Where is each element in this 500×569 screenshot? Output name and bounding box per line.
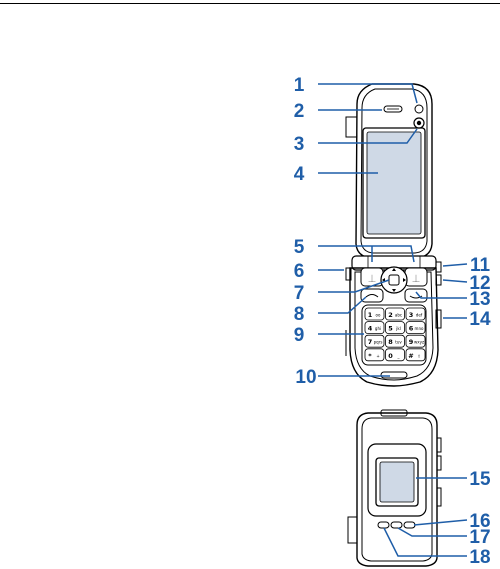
closed-side-tab <box>348 517 357 543</box>
keypad-digit: 8 <box>388 338 393 346</box>
phone-closed <box>348 410 441 566</box>
call-key-icon <box>361 289 383 302</box>
leader-8 <box>318 297 366 313</box>
cover-key-right <box>404 522 415 528</box>
keypad-digit: 6 <box>409 325 414 333</box>
keypad-letters: + <box>376 353 379 358</box>
callout-4: 4 <box>294 164 305 185</box>
callout-8: 8 <box>294 304 305 325</box>
callout-18: 18 <box>469 547 490 568</box>
leader-12 <box>443 280 467 282</box>
callout-6: 6 <box>294 261 305 282</box>
callout-14: 14 <box>469 309 491 330</box>
keypad-digit: 1 <box>368 311 373 319</box>
keypad-digit: 5 <box>388 325 393 333</box>
callout-10: 10 <box>295 367 316 388</box>
callout-1: 1 <box>294 75 305 96</box>
keypad-digit: 3 <box>409 311 414 319</box>
callout-5: 5 <box>294 237 305 258</box>
keypad-digit: 2 <box>388 311 393 319</box>
keypad-key-11: 0_ <box>386 349 405 361</box>
callout-13: 13 <box>469 289 490 310</box>
keypad-digit: # <box>408 352 413 360</box>
indicator-light <box>415 105 423 113</box>
leader-11 <box>443 264 467 266</box>
end-key-icon <box>405 289 427 302</box>
keypad-key-10: *+ <box>365 349 384 361</box>
microphone <box>381 372 407 378</box>
cover-key-middle <box>391 522 402 528</box>
keypad-digit: 4 <box>368 325 373 333</box>
callout-2: 2 <box>294 101 305 122</box>
keypad-letters: wxyz <box>414 340 424 345</box>
left-selection-icon: ⏊ <box>369 274 376 283</box>
callout-9: 9 <box>294 325 305 346</box>
callout-15: 15 <box>469 469 491 490</box>
keypad-digit: 0 <box>388 352 393 360</box>
callout-7: 7 <box>294 283 305 304</box>
cover-key-left <box>378 522 389 528</box>
keypad-letters: mno <box>415 326 424 331</box>
keypad-digit: * <box>368 352 372 360</box>
navigation-key-icon <box>381 267 407 293</box>
keypad-letters: def <box>416 313 423 318</box>
right-selection-icon: ⏊ <box>413 274 420 283</box>
callout-3: 3 <box>294 134 305 155</box>
leader-18 <box>384 528 467 556</box>
cover-display <box>380 462 414 502</box>
flip-side-tab <box>346 117 357 137</box>
keypad-letters: pqrs <box>374 340 383 345</box>
earpiece-icon <box>384 106 402 112</box>
keypad-letters: ghi <box>375 326 381 331</box>
keypad-letters: abc <box>395 313 402 318</box>
main-display <box>367 132 421 234</box>
keypad-letters: jkl <box>395 326 401 331</box>
leader-16 <box>414 520 467 525</box>
camera-lens-icon <box>414 118 424 128</box>
keypad-digit: 7 <box>368 338 373 346</box>
keypad-letters: oo <box>376 313 381 318</box>
callout-17: 17 <box>469 527 490 548</box>
keypad-key-12: #⇧ <box>406 349 425 361</box>
keypad-letters: tuv <box>395 340 402 345</box>
keypad-letters: ⇧ <box>417 353 420 358</box>
